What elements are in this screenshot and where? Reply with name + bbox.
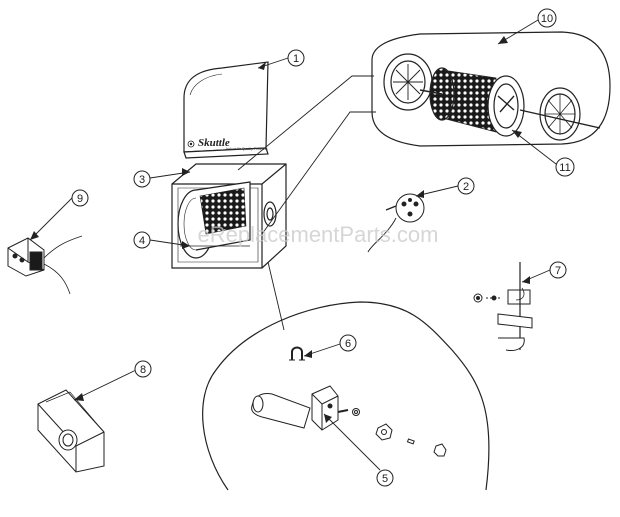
callout-8-label: 8 — [140, 364, 146, 376]
drum-assembly-detail — [371, 31, 611, 147]
callout-9: 9 — [29, 189, 89, 241]
cover-part — [183, 61, 269, 159]
clip-part — [289, 346, 305, 361]
callout-2: 2 — [415, 177, 475, 198]
fitting-part — [367, 193, 425, 253]
callout-6: 6 — [303, 334, 357, 358]
callout-10: 10 — [497, 8, 557, 45]
float-valve-part — [473, 262, 533, 351]
callout-11: 11 — [511, 129, 575, 177]
callout-1-label: 1 — [293, 53, 299, 65]
housing-pad-mesh — [199, 187, 247, 235]
brand-logo-mark — [187, 140, 195, 148]
callout-1: 1 — [257, 49, 305, 70]
callout-7: 7 — [521, 261, 567, 284]
solenoid-part — [7, 235, 83, 295]
detail-leader-lines — [267, 261, 285, 331]
callout-11-label: 11 — [559, 162, 570, 174]
callout-4-label: 4 — [139, 235, 145, 247]
callout-3: 3 — [133, 168, 191, 188]
callout-9-label: 9 — [77, 193, 83, 205]
nut-part — [375, 423, 447, 457]
humidistat-part — [37, 389, 105, 473]
watermark-text: eReplacementParts.com — [198, 222, 439, 247]
valve-detail-area — [202, 301, 490, 491]
callout-4: 4 — [133, 231, 191, 249]
callout-6-label: 6 — [345, 338, 351, 350]
callout-2-label: 2 — [463, 181, 469, 193]
callout-5: 5 — [323, 413, 394, 487]
callout-5-label: 5 — [382, 473, 388, 485]
callout-7-label: 7 — [555, 265, 561, 277]
callout-10-label: 10 — [541, 13, 553, 25]
drum-leader-lines — [237, 75, 376, 235]
brand-tagline: Indoor Air Quality Products — [226, 147, 268, 151]
brand-logo: Skuttle — [198, 137, 230, 149]
nozzle-part — [251, 385, 360, 431]
callout-8: 8 — [73, 360, 152, 401]
callout-3-label: 3 — [139, 174, 145, 186]
